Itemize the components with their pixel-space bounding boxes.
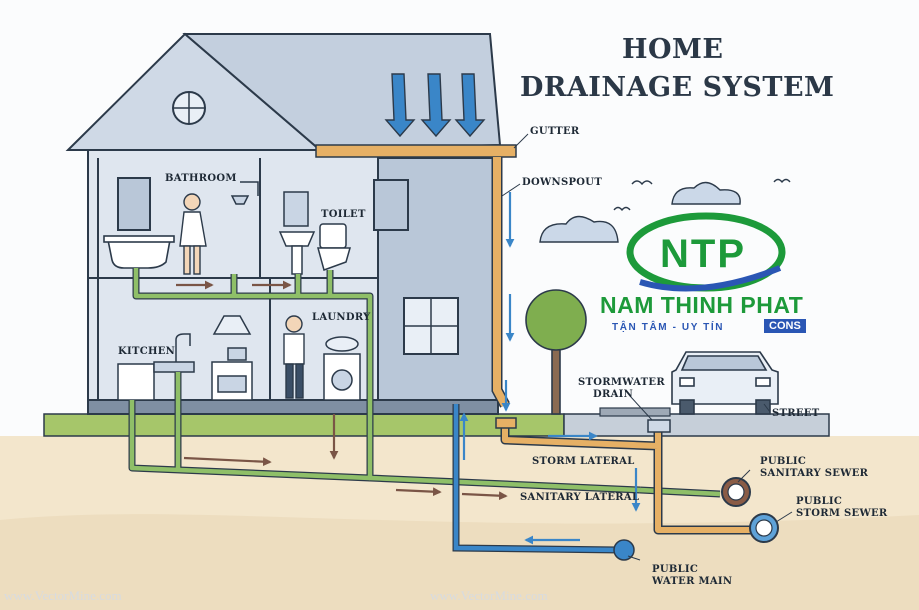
label-public-storm-sewer-line2: STORM SEWER — [796, 508, 888, 519]
label-public-sanitary-sewer-line2: SANITARY SEWER — [760, 468, 869, 479]
toilet-window — [373, 179, 409, 231]
label-sanitary-lateral: SANITARY LATERAL — [520, 492, 640, 503]
label-stormwater-drain-line1: STORMWATER — [578, 377, 665, 388]
logo-initials: NTP — [660, 232, 746, 276]
bathtub — [103, 235, 175, 269]
label-street: STREET — [772, 408, 820, 419]
label-laundry: LAUNDRY — [312, 312, 371, 323]
watermark-center: www.VectorMine.com — [430, 588, 548, 603]
tree — [525, 289, 587, 415]
birds — [613, 178, 791, 212]
rain-arrows — [384, 73, 486, 138]
stove — [211, 347, 253, 401]
car — [671, 351, 779, 415]
shower-head — [230, 181, 259, 205]
curb — [599, 407, 671, 417]
logo-tagline: TẬN TÂM - UY TÍN — [612, 322, 725, 333]
toilet — [317, 223, 351, 271]
person-bathroom — [179, 193, 207, 275]
label-public-storm-sewer-line1: PUBLIC — [796, 496, 843, 507]
grass-strip — [43, 413, 565, 437]
range-hood — [212, 315, 252, 335]
leader-lines — [501, 133, 793, 561]
label-stormwater-drain-line2: DRAIN — [593, 389, 634, 400]
house — [65, 32, 502, 415]
label-toilet: TOILET — [321, 209, 366, 220]
flow-arrows — [176, 192, 641, 545]
label-public-water-main-line1: PUBLIC — [652, 564, 699, 575]
label-bathroom: BATHROOM — [165, 173, 237, 184]
label-public-water-main-line2: WATER MAIN — [652, 576, 733, 587]
diagram-title-line1: HOME — [622, 34, 724, 65]
stormwater-drain — [647, 419, 671, 433]
label-public-sanitary-sewer-line1: PUBLIC — [760, 456, 807, 467]
water-main — [613, 539, 635, 561]
downspout-drain — [495, 417, 517, 429]
logo-name: NAM THINH PHAT — [600, 292, 804, 318]
label-gutter: GUTTER — [530, 126, 580, 137]
diagram-title-line2: DRAINAGE SYSTEM — [520, 72, 835, 103]
soil-shade — [0, 514, 919, 610]
bathroom-window — [117, 177, 151, 231]
watermark-left: www.VectorMine.com — [4, 588, 122, 603]
label-kitchen: KITCHEN — [118, 346, 176, 357]
logo-mark — [626, 212, 786, 292]
washing-machine — [323, 336, 361, 401]
person-laundry — [283, 315, 305, 399]
label-storm-lateral: STORM LATERAL — [532, 456, 635, 467]
clouds — [539, 181, 741, 243]
sink-toilet-room — [278, 191, 316, 275]
kitchen-sink — [117, 333, 195, 401]
foundation — [87, 399, 499, 415]
logo-suffix: CONS — [764, 319, 806, 333]
gutter — [315, 144, 517, 158]
label-downspout: DOWNSPOUT — [522, 177, 603, 188]
street-surface — [563, 413, 830, 437]
